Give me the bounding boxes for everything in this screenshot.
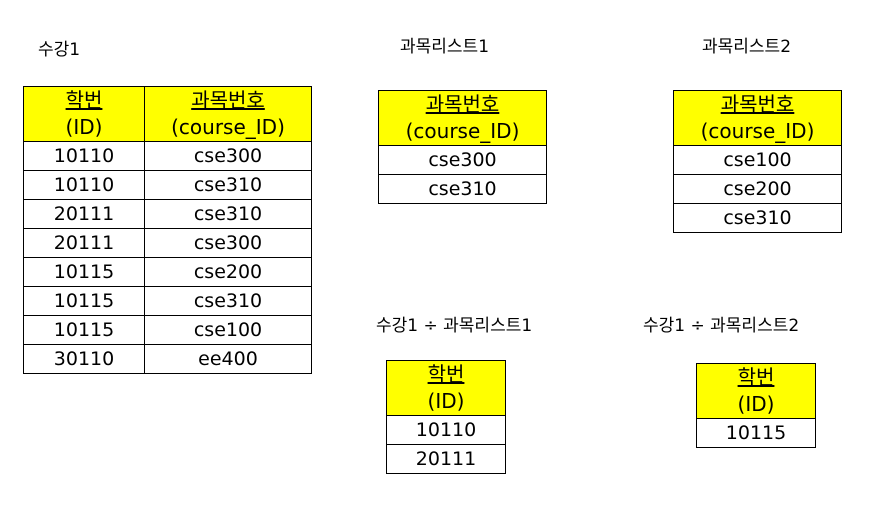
table-row: cse200 bbox=[673, 174, 842, 204]
division2-header-row: 학번 (ID) bbox=[696, 363, 816, 419]
cell-course: cse310 bbox=[144, 286, 312, 316]
cell-course: cse300 bbox=[378, 145, 547, 175]
division1-header-id: 학번 (ID) bbox=[386, 360, 506, 416]
cell-id: 10115 bbox=[23, 315, 145, 345]
header-name: 학번 bbox=[65, 88, 103, 112]
courses1-header-course: 과목번호 (course_ID) bbox=[378, 90, 547, 146]
cell-course: cse310 bbox=[144, 170, 312, 200]
division1-caption: 수강1 ÷ 과목리스트1 bbox=[376, 316, 533, 336]
enroll-header-row: 학번 (ID) 과목번호 (course_ID) bbox=[23, 86, 312, 142]
cell-course: ee400 bbox=[144, 344, 312, 374]
cell-id: 10115 bbox=[23, 286, 145, 316]
table-row: cse300 bbox=[378, 145, 547, 175]
header-attr: (ID) bbox=[427, 389, 465, 413]
table-row: cse100 bbox=[673, 145, 842, 175]
table-row: cse310 bbox=[378, 174, 547, 204]
cell-id: 10110 bbox=[386, 415, 506, 445]
header-name: 학번 bbox=[737, 365, 775, 389]
enroll-caption: 수강1 bbox=[38, 40, 81, 60]
courses2-caption: 과목리스트2 bbox=[702, 37, 792, 57]
cell-course: cse100 bbox=[144, 315, 312, 345]
cell-course: cse300 bbox=[144, 228, 312, 258]
courses1-caption: 과목리스트1 bbox=[400, 37, 490, 57]
cell-id: 20111 bbox=[386, 444, 506, 474]
header-name: 과목번호 bbox=[720, 92, 795, 116]
header-attr: (ID) bbox=[737, 392, 775, 416]
division1-header-row: 학번 (ID) bbox=[386, 360, 506, 416]
table-row: cse310 bbox=[673, 203, 842, 233]
cell-course: cse300 bbox=[144, 141, 312, 171]
cell-id: 20111 bbox=[23, 199, 145, 229]
cell-id: 20111 bbox=[23, 228, 145, 258]
cell-course: cse310 bbox=[673, 203, 842, 233]
table-row: 10115 bbox=[696, 418, 816, 448]
division2-table: 학번 (ID) 10115 bbox=[696, 363, 816, 448]
header-name: 과목번호 bbox=[425, 92, 500, 116]
courses1-header-row: 과목번호 (course_ID) bbox=[378, 90, 547, 146]
division1-table: 학번 (ID) 10110 20111 bbox=[386, 360, 506, 474]
header-attr: (ID) bbox=[65, 115, 103, 139]
header-attr: (course_ID) bbox=[171, 115, 285, 139]
cell-id: 30110 bbox=[23, 344, 145, 374]
cell-id: 10110 bbox=[23, 141, 145, 171]
enroll-header-course: 과목번호 (course_ID) bbox=[144, 86, 312, 142]
cell-course: cse310 bbox=[144, 199, 312, 229]
courses2-header-course: 과목번호 (course_ID) bbox=[673, 90, 842, 146]
cell-id: 10115 bbox=[23, 257, 145, 287]
division2-header-id: 학번 (ID) bbox=[696, 363, 816, 419]
cell-course: cse100 bbox=[673, 145, 842, 175]
courses1-table: 과목번호 (course_ID) cse300 cse310 bbox=[378, 90, 547, 204]
enroll-header-id: 학번 (ID) bbox=[23, 86, 145, 142]
table-row: 20111 bbox=[386, 444, 506, 474]
cell-course: cse200 bbox=[673, 174, 842, 204]
cell-id: 10115 bbox=[696, 418, 816, 448]
table-row: 10110 bbox=[386, 415, 506, 445]
courses2-header-row: 과목번호 (course_ID) bbox=[673, 90, 842, 146]
header-name: 과목번호 bbox=[191, 88, 265, 112]
division2-caption: 수강1 ÷ 과목리스트2 bbox=[643, 316, 800, 336]
cell-course: cse310 bbox=[378, 174, 547, 204]
courses2-table: 과목번호 (course_ID) cse100 cse200 cse310 bbox=[673, 90, 842, 233]
cell-id: 10110 bbox=[23, 170, 145, 200]
header-attr: (course_ID) bbox=[405, 119, 520, 143]
header-name: 학번 bbox=[427, 362, 465, 386]
header-attr: (course_ID) bbox=[700, 119, 815, 143]
cell-course: cse200 bbox=[144, 257, 312, 287]
